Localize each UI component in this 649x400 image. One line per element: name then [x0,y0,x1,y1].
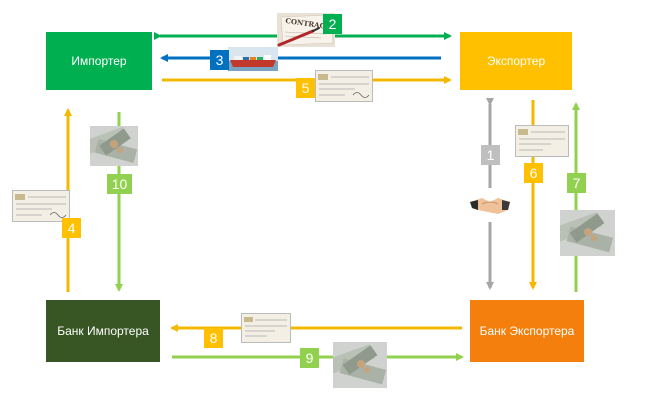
step-badge-4: 4 [62,218,81,238]
document-image-step-5 [315,70,373,102]
exporter-box: Экспортер [460,32,572,90]
importer-label: Импортер [71,54,127,68]
exporter-label: Экспортер [486,54,546,68]
step-badge-8: 8 [204,328,223,348]
step-number: 9 [305,350,314,366]
step-number: 4 [67,220,76,236]
step-number: 2 [328,16,337,32]
importer-box: Импортер [46,32,152,90]
document-image-step-4 [12,190,70,222]
document-image-step-8 [241,313,291,343]
step-badge-1: 1 [481,145,500,165]
step-number: 3 [215,52,224,68]
importer-bank-label: Банк Импортера [57,324,149,338]
exporter-bank-label: Банк Экспортера [479,324,575,338]
step-badge-2: 2 [323,14,342,34]
step-number: 5 [301,80,310,96]
step-number: 8 [209,330,218,346]
step-number: 10 [111,176,128,192]
step-number: 1 [486,147,495,163]
document-image-step-6 [515,125,569,157]
step-badge-6: 6 [524,163,543,183]
handshake-image [468,188,512,222]
importer-bank-box: Банк Импортера [46,300,160,362]
step-badge-7: 7 [567,173,586,193]
step-badge-3: 3 [210,50,229,70]
step-badge-5: 5 [296,78,315,98]
step-number: 6 [529,165,538,181]
money-image-step-9 [333,342,387,388]
step-badge-10: 10 [107,174,132,194]
money-image-step-10 [90,126,138,166]
step-number: 7 [572,175,581,191]
step-badge-9: 9 [300,348,319,368]
exporter-bank-box: Банк Экспортера [470,300,584,362]
cargo-ship-image [228,47,278,71]
money-image-step-7 [560,210,615,256]
